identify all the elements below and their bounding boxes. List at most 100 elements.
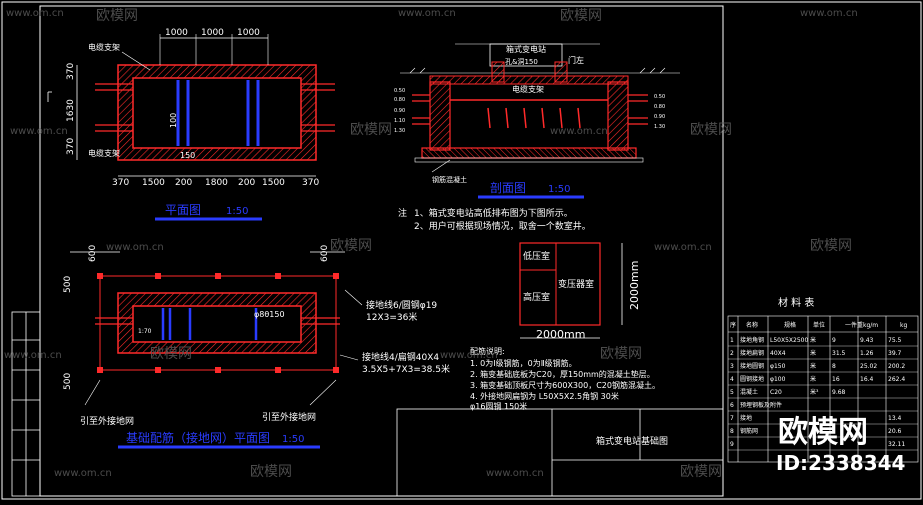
materials-header-5: kg — [900, 322, 907, 329]
section-right-mark-1: 0.50 — [654, 94, 665, 100]
plan2-hole-label: φ8θ150 — [254, 310, 285, 319]
wm-brand-4: 欧模网 — [690, 122, 732, 138]
wm-url-10: www.om.cn — [54, 468, 112, 479]
materials-header-4: 一件重kg/m — [845, 321, 878, 329]
plan1-bottom-dim-5: 200 — [238, 178, 255, 188]
materials-cell: 4 — [730, 376, 734, 383]
section-view: 箱式变电站 孔&洞150 门左 电缆支架 — [394, 43, 680, 199]
layout-high: 高压室 — [523, 291, 550, 303]
layout-transformer: 变压器室 — [558, 278, 594, 290]
materials-cell: 1.26 — [860, 350, 874, 357]
wm-brand-10: 欧模网 — [680, 464, 722, 480]
materials-cell: 接地角钢 — [740, 336, 764, 344]
materials-cell: 16.4 — [860, 376, 874, 383]
build-notes-line-2: 2. 箱变基础底板为C20，厚150mm的混凝土垫层。 — [470, 369, 655, 379]
section-bracket-label: 电缆支架 — [512, 84, 544, 94]
section-scale: 1:50 — [548, 184, 570, 195]
plan1-bottom-dim-6: 1500 — [262, 178, 285, 188]
plan1-bottom-dim-7: 370 — [302, 178, 319, 188]
plan2-annot-3: 接地线4/扁钢40X4 — [362, 351, 439, 363]
layout-box: 低压室 高压室 变压器室 2000mm 2000mm — [519, 242, 641, 341]
plan2-title: 基础配筋（接地网）平面图 — [126, 430, 270, 445]
plan2-scale: 1:50 — [282, 434, 304, 445]
materials-cell: 接地扁钢 — [740, 349, 764, 357]
wm-brand-7: 欧模网 — [150, 346, 192, 362]
section-left-mark-4: 1.10 — [394, 118, 405, 124]
plan1-top-dim-2: 1000 — [201, 28, 224, 38]
corner-id: ID:2338344 — [776, 451, 905, 475]
materials-cell: 米 — [810, 362, 816, 370]
plan1-left-dim-2: 1630 — [66, 99, 76, 122]
materials-cell: 3 — [730, 363, 734, 370]
wm-url-3: www.om.cn — [800, 8, 858, 19]
wm-url-2: www.om.cn — [398, 8, 456, 19]
plan-view-1: 1000 1000 1000 电缆支架 电缆支架 370 1630 370 10… — [66, 28, 335, 221]
wm-url-9: www.om.cn — [440, 350, 498, 361]
notes-line2: 2、用户可根据现场情况，取舍一个数室井。 — [414, 220, 591, 232]
materials-cell: 8 — [730, 428, 734, 435]
plan1-bracket-label-top: 电缆支架 — [88, 42, 120, 52]
wm-url-6: www.om.cn — [106, 242, 164, 253]
wm-url-1: www.om.cn — [6, 8, 64, 19]
plan2-top-dim-2: 600 — [320, 245, 330, 262]
plan2-annot-2: 12X3=36米 — [366, 311, 417, 323]
materials-cell: 16 — [832, 376, 840, 383]
layout-height-dim: 2000mm — [628, 261, 641, 310]
wm-brand-3: 欧模网 — [350, 122, 392, 138]
plan2-annot-1: 接地线6/圆钢φ19 — [366, 299, 437, 311]
plan1-title: 平面图 — [165, 203, 201, 217]
materials-header-1: 名称 — [746, 321, 758, 329]
materials-cell: 米 — [810, 349, 816, 357]
notes: 注 1、箱式变电站高低排布图为下图所示。 2、用户可根据现场情况，取舍一个数室井… — [398, 207, 591, 232]
section-title: 剖面图 — [490, 181, 526, 195]
materials-cell: 米 — [810, 336, 816, 344]
section-right-mark-2: 0.80 — [654, 104, 665, 110]
plan1-left-dim-3: 370 — [66, 138, 76, 155]
corner-brand: 欧模网 ID:2338344 — [776, 415, 905, 475]
materials-cell: φ100 — [770, 376, 786, 383]
build-notes-line-3: 3. 箱变基础顶板尺寸为600X300，C20钢筋混凝土。 — [470, 380, 660, 390]
materials-title: 材 料 表 — [778, 296, 814, 309]
notes-prefix: 注 — [398, 207, 407, 219]
materials-cell: 接地圆钢 — [740, 362, 764, 370]
materials-cell: φ150 — [770, 363, 786, 370]
title-block-drawing-name: 箱式变电站基础图 — [596, 435, 668, 447]
build-notes: 配筋说明: 1. 0为Ⅰ级钢筋，0为Ⅱ级钢筋。 2. 箱变基础底板为C20，厚1… — [470, 346, 660, 411]
plan1-bottom-dim-1: 370 — [112, 178, 129, 188]
section-left-mark-2: 0.80 — [394, 97, 405, 103]
plan2-top-dim-1: 600 — [88, 245, 98, 262]
materials-cell: 6 — [730, 402, 734, 409]
materials-cell: 25.02 — [860, 363, 877, 370]
wm-url-7: www.om.cn — [654, 242, 712, 253]
section-bottom-label: 钢筋混凝土 — [432, 175, 467, 184]
materials-cell: 7 — [730, 415, 734, 422]
plan1-bracket-label-bottom: 电缆支架 — [88, 148, 120, 158]
left-margin-cells — [11, 311, 41, 497]
materials-cell: 8 — [832, 363, 836, 370]
materials-cell: 31.5 — [832, 350, 846, 357]
plan1-top-dim-3: 1000 — [237, 28, 260, 38]
section-left-mark-3: 0.90 — [394, 108, 405, 114]
wm-brand-6: 欧模网 — [810, 238, 852, 254]
materials-cell: 9 — [832, 337, 836, 344]
plan2-left-dim-2: 500 — [63, 373, 73, 390]
plan2-ground-right: 引至外接地网 — [262, 411, 316, 423]
materials-cell: 钢筋网 — [740, 427, 758, 435]
materials-cell: 39.7 — [888, 350, 902, 357]
left-symbol — [47, 91, 52, 102]
build-notes-line-1: 1. 0为Ⅰ级钢筋，0为Ⅱ级钢筋。 — [470, 358, 577, 368]
build-notes-line-4: 4. 外接地网扁钢为 L50X5X2.5角钢 30米 — [470, 391, 619, 401]
materials-cell: 75.5 — [888, 337, 902, 344]
wm-brand-5: 欧模网 — [330, 238, 372, 254]
section-station-label: 箱式变电站 — [506, 44, 546, 54]
plan1-bottom-dim-4: 1800 — [205, 178, 228, 188]
wm-brand-1: 欧模网 — [96, 8, 138, 24]
section-right-mark-4: 1.30 — [654, 124, 665, 130]
wm-brand-9: 欧模网 — [250, 464, 292, 480]
materials-cell: 米³ — [810, 388, 819, 396]
section-left-mark-1: 0.50 — [394, 88, 405, 94]
wm-url-4: www.om.cn — [10, 126, 68, 137]
